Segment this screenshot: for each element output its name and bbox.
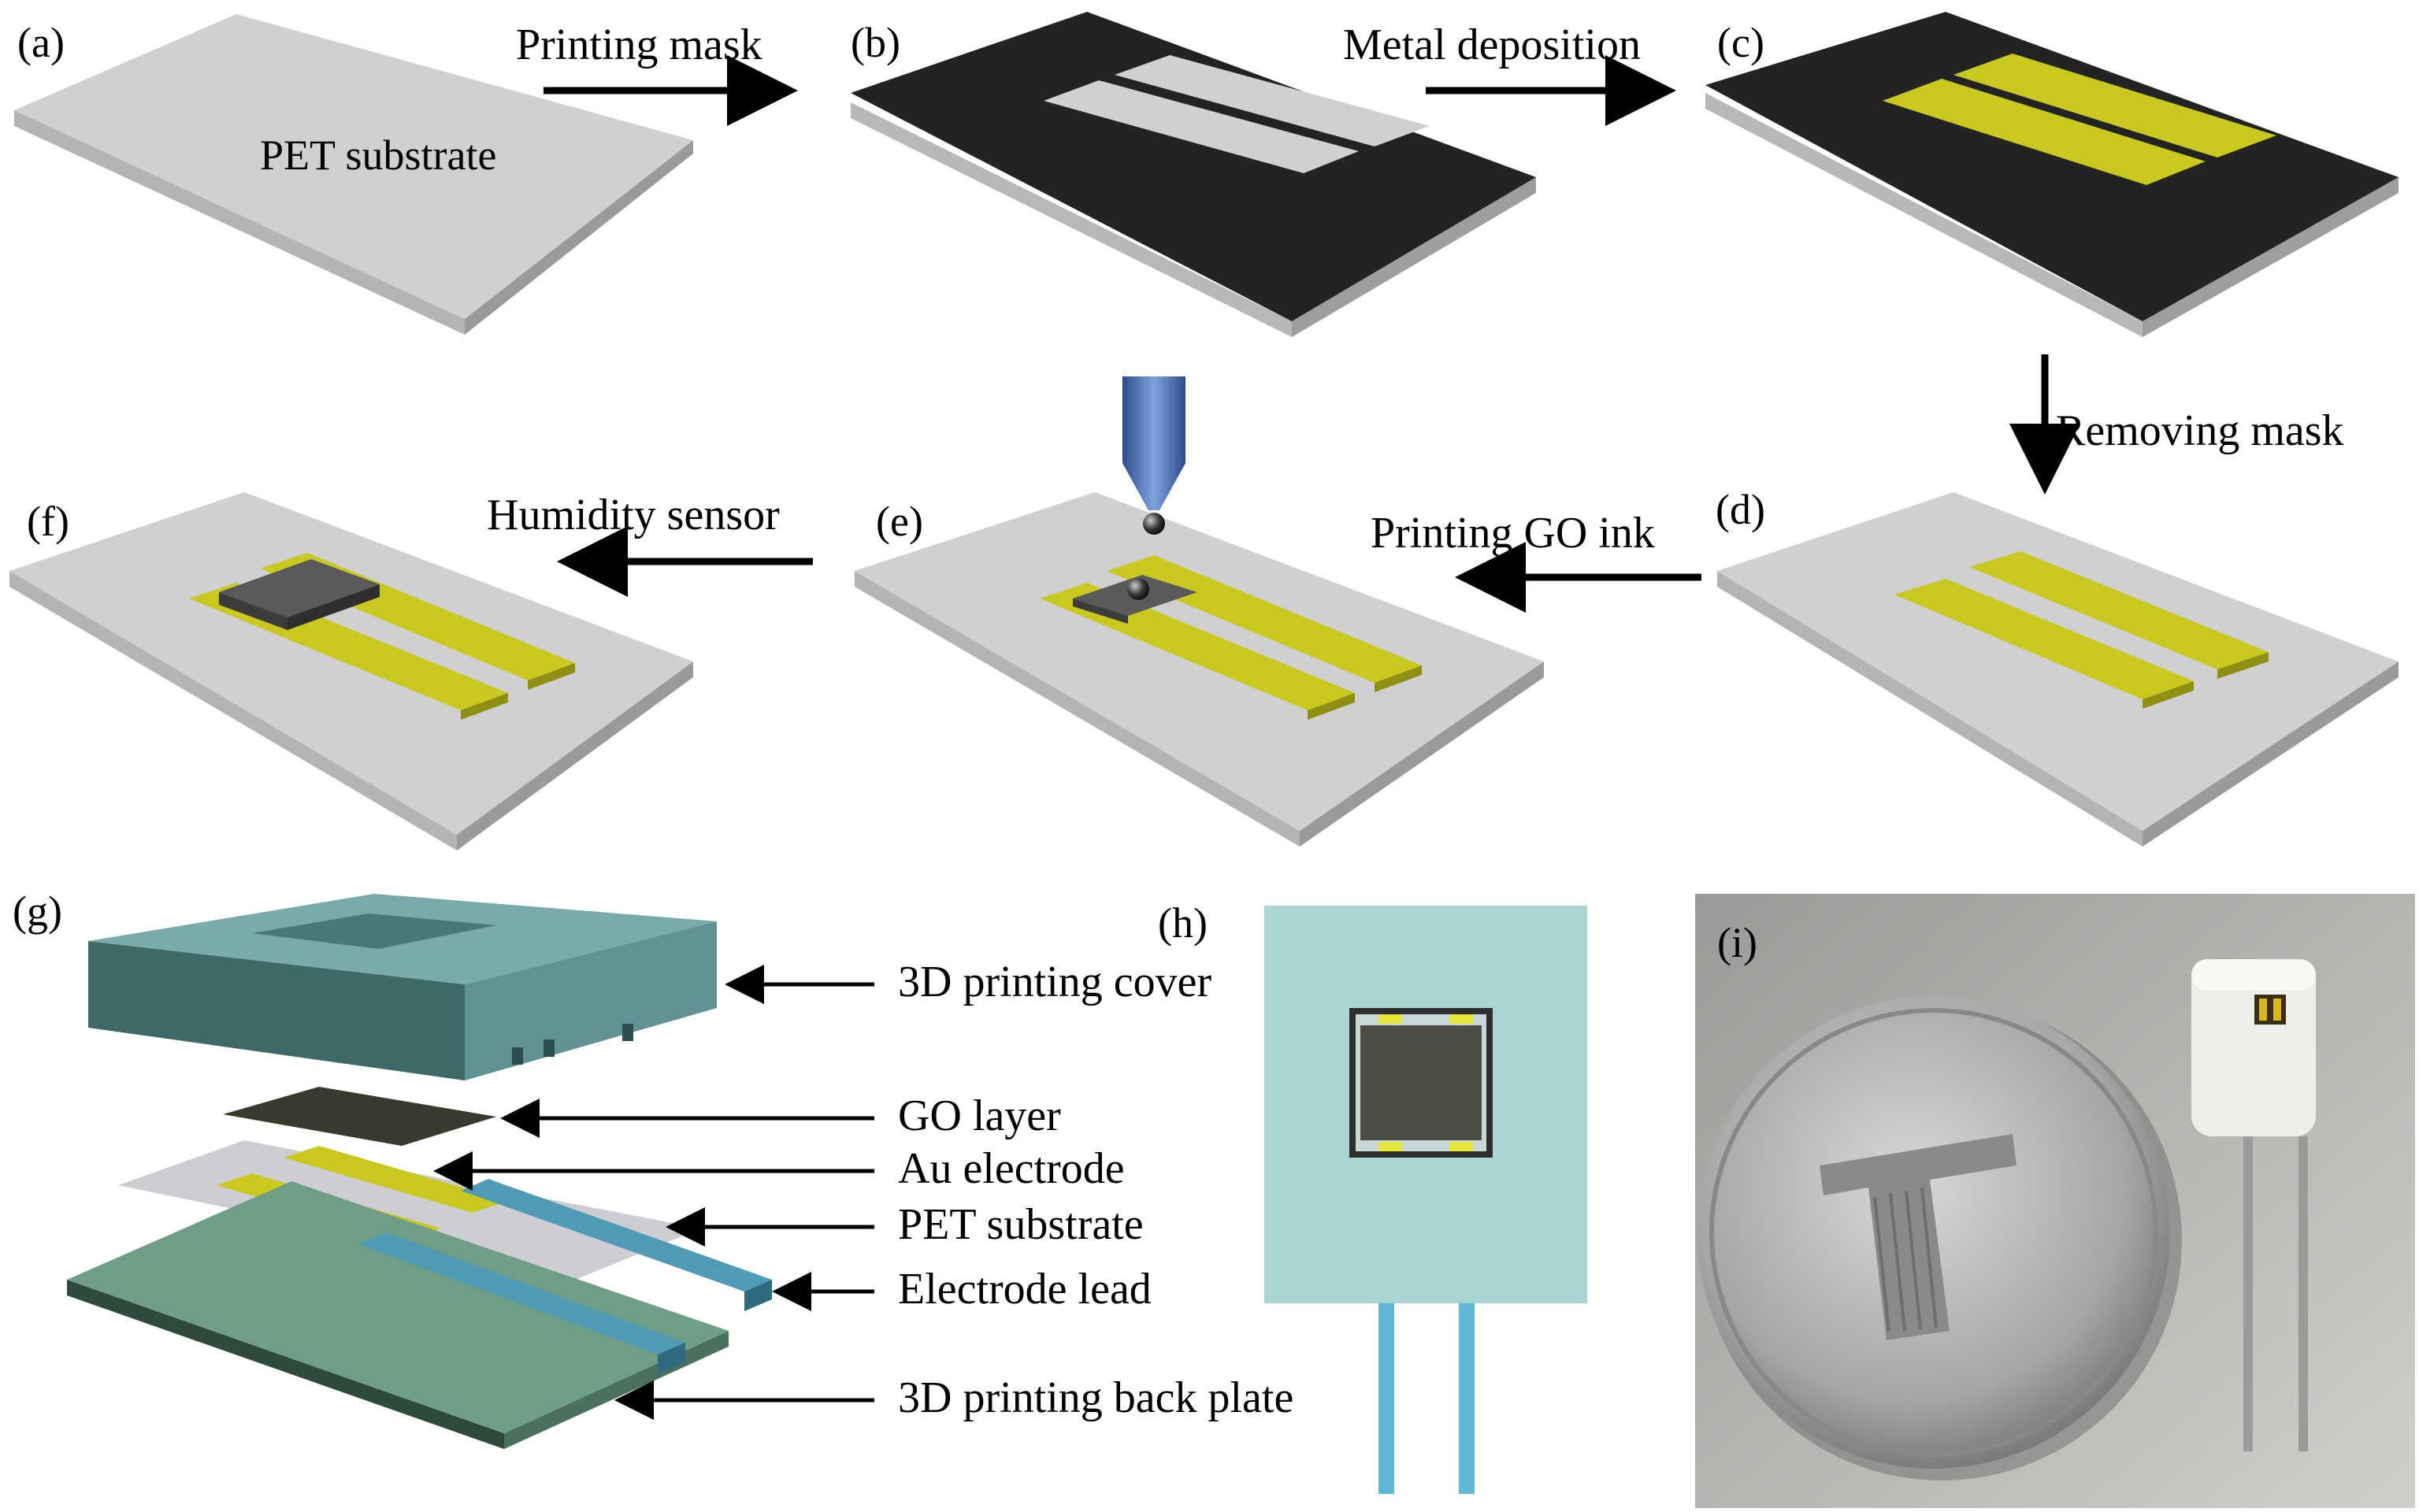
panel-label-d: (d) <box>1716 486 1765 533</box>
step-label-printing-mask: Printing mask <box>516 20 762 69</box>
panel-f: (f) <box>9 492 693 850</box>
sensor-gold-pad-bl <box>1378 1142 1402 1151</box>
callout-cover: 3D printing cover <box>898 958 1211 1006</box>
step-arrow-printing-mask: Printing mask <box>516 20 784 91</box>
callout-electrode-lead: Electrode lead <box>898 1265 1152 1314</box>
sensor-pin-right <box>1459 1303 1475 1494</box>
ink-droplet-on-substrate-icon <box>1127 578 1149 600</box>
step-arrow-removing-mask: Removing mask <box>2045 354 2344 480</box>
step-label-removing-mask: Removing mask <box>2056 406 2344 455</box>
sensor-gold-pad-tl <box>1378 1014 1402 1024</box>
panel-label-b: (b) <box>851 19 900 66</box>
sensor-photo-pin-right <box>2298 1136 2308 1451</box>
panel-e: (e) <box>855 376 1544 847</box>
go-layer-sheet <box>223 1087 496 1146</box>
step-arrow-printing-go-ink: Printing GO ink <box>1371 509 1701 577</box>
panel-c: (c) <box>1705 12 2399 337</box>
sensor-pin-left <box>1378 1303 1394 1494</box>
panel-label-i: (i) <box>1717 919 1757 966</box>
callout-pet-substrate: PET substrate <box>898 1200 1144 1249</box>
panel-g: (g) <box>13 888 1293 1449</box>
sensor-gold-pad-tr <box>1449 1014 1473 1024</box>
panel-label-e: (e) <box>876 498 923 545</box>
panel-label-f: (f) <box>27 498 69 545</box>
callout-go-layer: GO layer <box>898 1091 1061 1140</box>
panel-label-h: (h) <box>1158 899 1208 947</box>
pet-substrate-label: PET substrate <box>260 132 496 179</box>
ink-droplet-icon <box>1143 513 1165 535</box>
step-arrow-metal-deposition: Metal deposition <box>1343 20 1662 91</box>
panel-d: (d) <box>1716 486 2399 847</box>
callout-au-electrode: Au electrode <box>898 1144 1125 1193</box>
panel-label-a: (a) <box>17 19 65 66</box>
sensor-gold-pad-br <box>1449 1142 1473 1151</box>
callout-back-plate: 3D printing back plate <box>898 1373 1293 1422</box>
panel-label-g: (g) <box>13 888 62 935</box>
step-label-metal-deposition: Metal deposition <box>1343 20 1641 69</box>
sensor-photo-pin-left <box>2243 1136 2253 1451</box>
sensor-go-film <box>1360 1025 1482 1140</box>
panel-i-photo: (i) <box>1695 894 2415 1508</box>
3d-printing-cover <box>88 894 717 1080</box>
step-label-printing-go-ink: Printing GO ink <box>1371 509 1655 558</box>
step-label-humidity-sensor: Humidity sensor <box>487 491 780 539</box>
step-arrow-humidity-sensor: Humidity sensor <box>487 491 813 561</box>
panel-label-c: (c) <box>1717 19 1764 66</box>
coin-icon <box>1697 996 2182 1480</box>
